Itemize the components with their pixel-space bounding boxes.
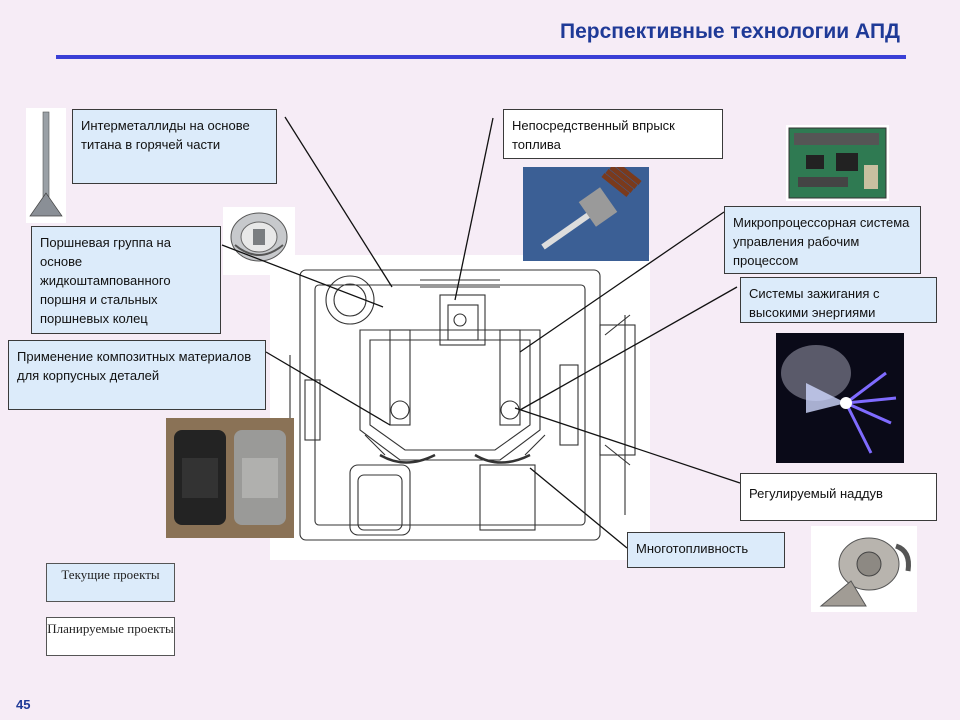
callout-composites: Применение композитных материалов для ко…: [8, 340, 266, 410]
piston-image: [223, 207, 295, 275]
legend-planned-projects: Планируемые проекты: [46, 617, 175, 656]
ignition-spark-image: [776, 333, 904, 463]
callout-multifuel: Многотопливность: [627, 532, 785, 568]
callout-intermetallics: Интерметаллиды на основе титана в горяче…: [72, 109, 277, 184]
page-number: 45: [16, 697, 31, 712]
composite-covers-image: [166, 418, 294, 538]
slide-title: Перспективные технологии АПД: [560, 20, 900, 43]
ecu-board-image: [786, 125, 889, 201]
callout-ignition: Системы зажигания с высокими энергиями: [740, 277, 937, 323]
injector-image: [523, 167, 649, 261]
title-underline: [56, 55, 906, 59]
callout-direct-injection: Непосредственный впрыск топлива: [503, 109, 723, 159]
callout-piston-group: Поршневая группа на основе жидкоштампова…: [31, 226, 221, 334]
callout-microprocessor: Микропроцессорная система управления раб…: [724, 206, 921, 274]
valve-image: [26, 108, 66, 223]
legend-current-projects: Текущие проекты: [46, 563, 175, 602]
turbocharger-image: [811, 526, 917, 612]
callout-boost: Регулируемый наддув: [740, 473, 937, 521]
